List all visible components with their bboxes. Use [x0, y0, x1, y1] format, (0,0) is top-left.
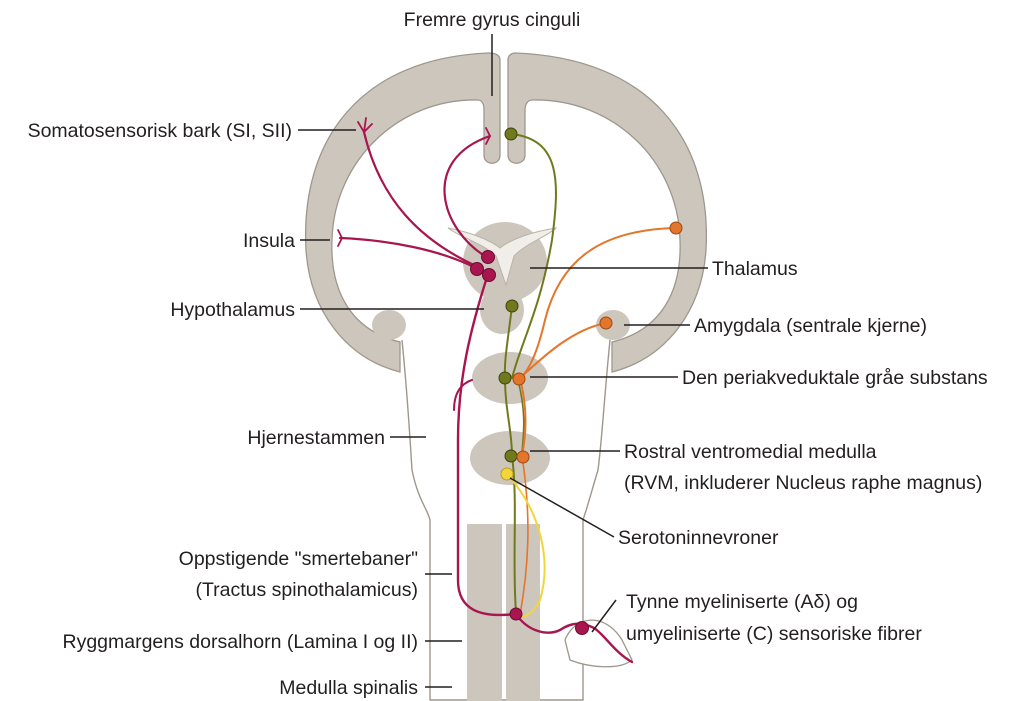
label-amygdala: Amygdala (sentrale kjerne)	[694, 315, 927, 337]
label-ascending-line2: (Tractus spinothalamicus)	[195, 579, 418, 601]
neuron-amygdala	[600, 317, 612, 329]
neuron-pag-1	[499, 372, 511, 384]
label-brainstem: Hjernestammen	[247, 427, 385, 449]
label-rvm-line1: Rostral ventromedial medulla	[624, 441, 877, 463]
label-insula: Insula	[243, 230, 295, 252]
label-pag: Den periakveduktale gråe substans	[682, 367, 988, 389]
label-somatosensory: Somatosensorisk bark (SI, SII)	[28, 120, 292, 142]
label-hypothalamus: Hypothalamus	[170, 299, 295, 321]
ascending-to-somatosensory	[364, 132, 476, 266]
label-rvm-line2: (RVM, inkluderer Nucleus raphe magnus)	[624, 472, 982, 494]
neuron-dorsal-horn	[510, 608, 522, 620]
dorsal-root-ganglion	[565, 620, 632, 667]
ascending-to-insula	[340, 238, 476, 268]
label-fibers-line1: Tynne myeliniserte (Aδ) og	[626, 591, 858, 613]
label-serotonin: Serotoninnevroner	[618, 527, 779, 549]
neuron-cingulate	[505, 128, 517, 140]
label-dorsal-horn: Ryggmargens dorsalhorn (Lamina I og II)	[62, 631, 418, 653]
neuron-cortex-orange	[670, 222, 682, 234]
neuron-rvm-2	[517, 451, 529, 463]
label-ascending-line1: Oppstigende "smertebaner"	[179, 548, 418, 570]
label-cingulate: Fremre gyrus cinguli	[404, 9, 581, 31]
label-spinal-cord: Medulla spinalis	[279, 677, 418, 699]
neuron-hypothalamus	[506, 300, 518, 312]
hypothalamus-shape	[480, 286, 524, 334]
amygdala-left-shape	[372, 310, 406, 340]
neuron-rvm-1	[505, 450, 517, 462]
neuron-ganglion	[576, 622, 589, 635]
neuron-thalamus-3	[483, 269, 496, 282]
label-fibers-line2: umyeliniserte (C) sensoriske fibrer	[626, 623, 922, 645]
neuron-thalamus-2	[471, 263, 484, 276]
label-thalamus: Thalamus	[712, 258, 798, 280]
neuron-thalamus-1	[482, 251, 495, 264]
neuron-pag-2	[513, 373, 525, 385]
